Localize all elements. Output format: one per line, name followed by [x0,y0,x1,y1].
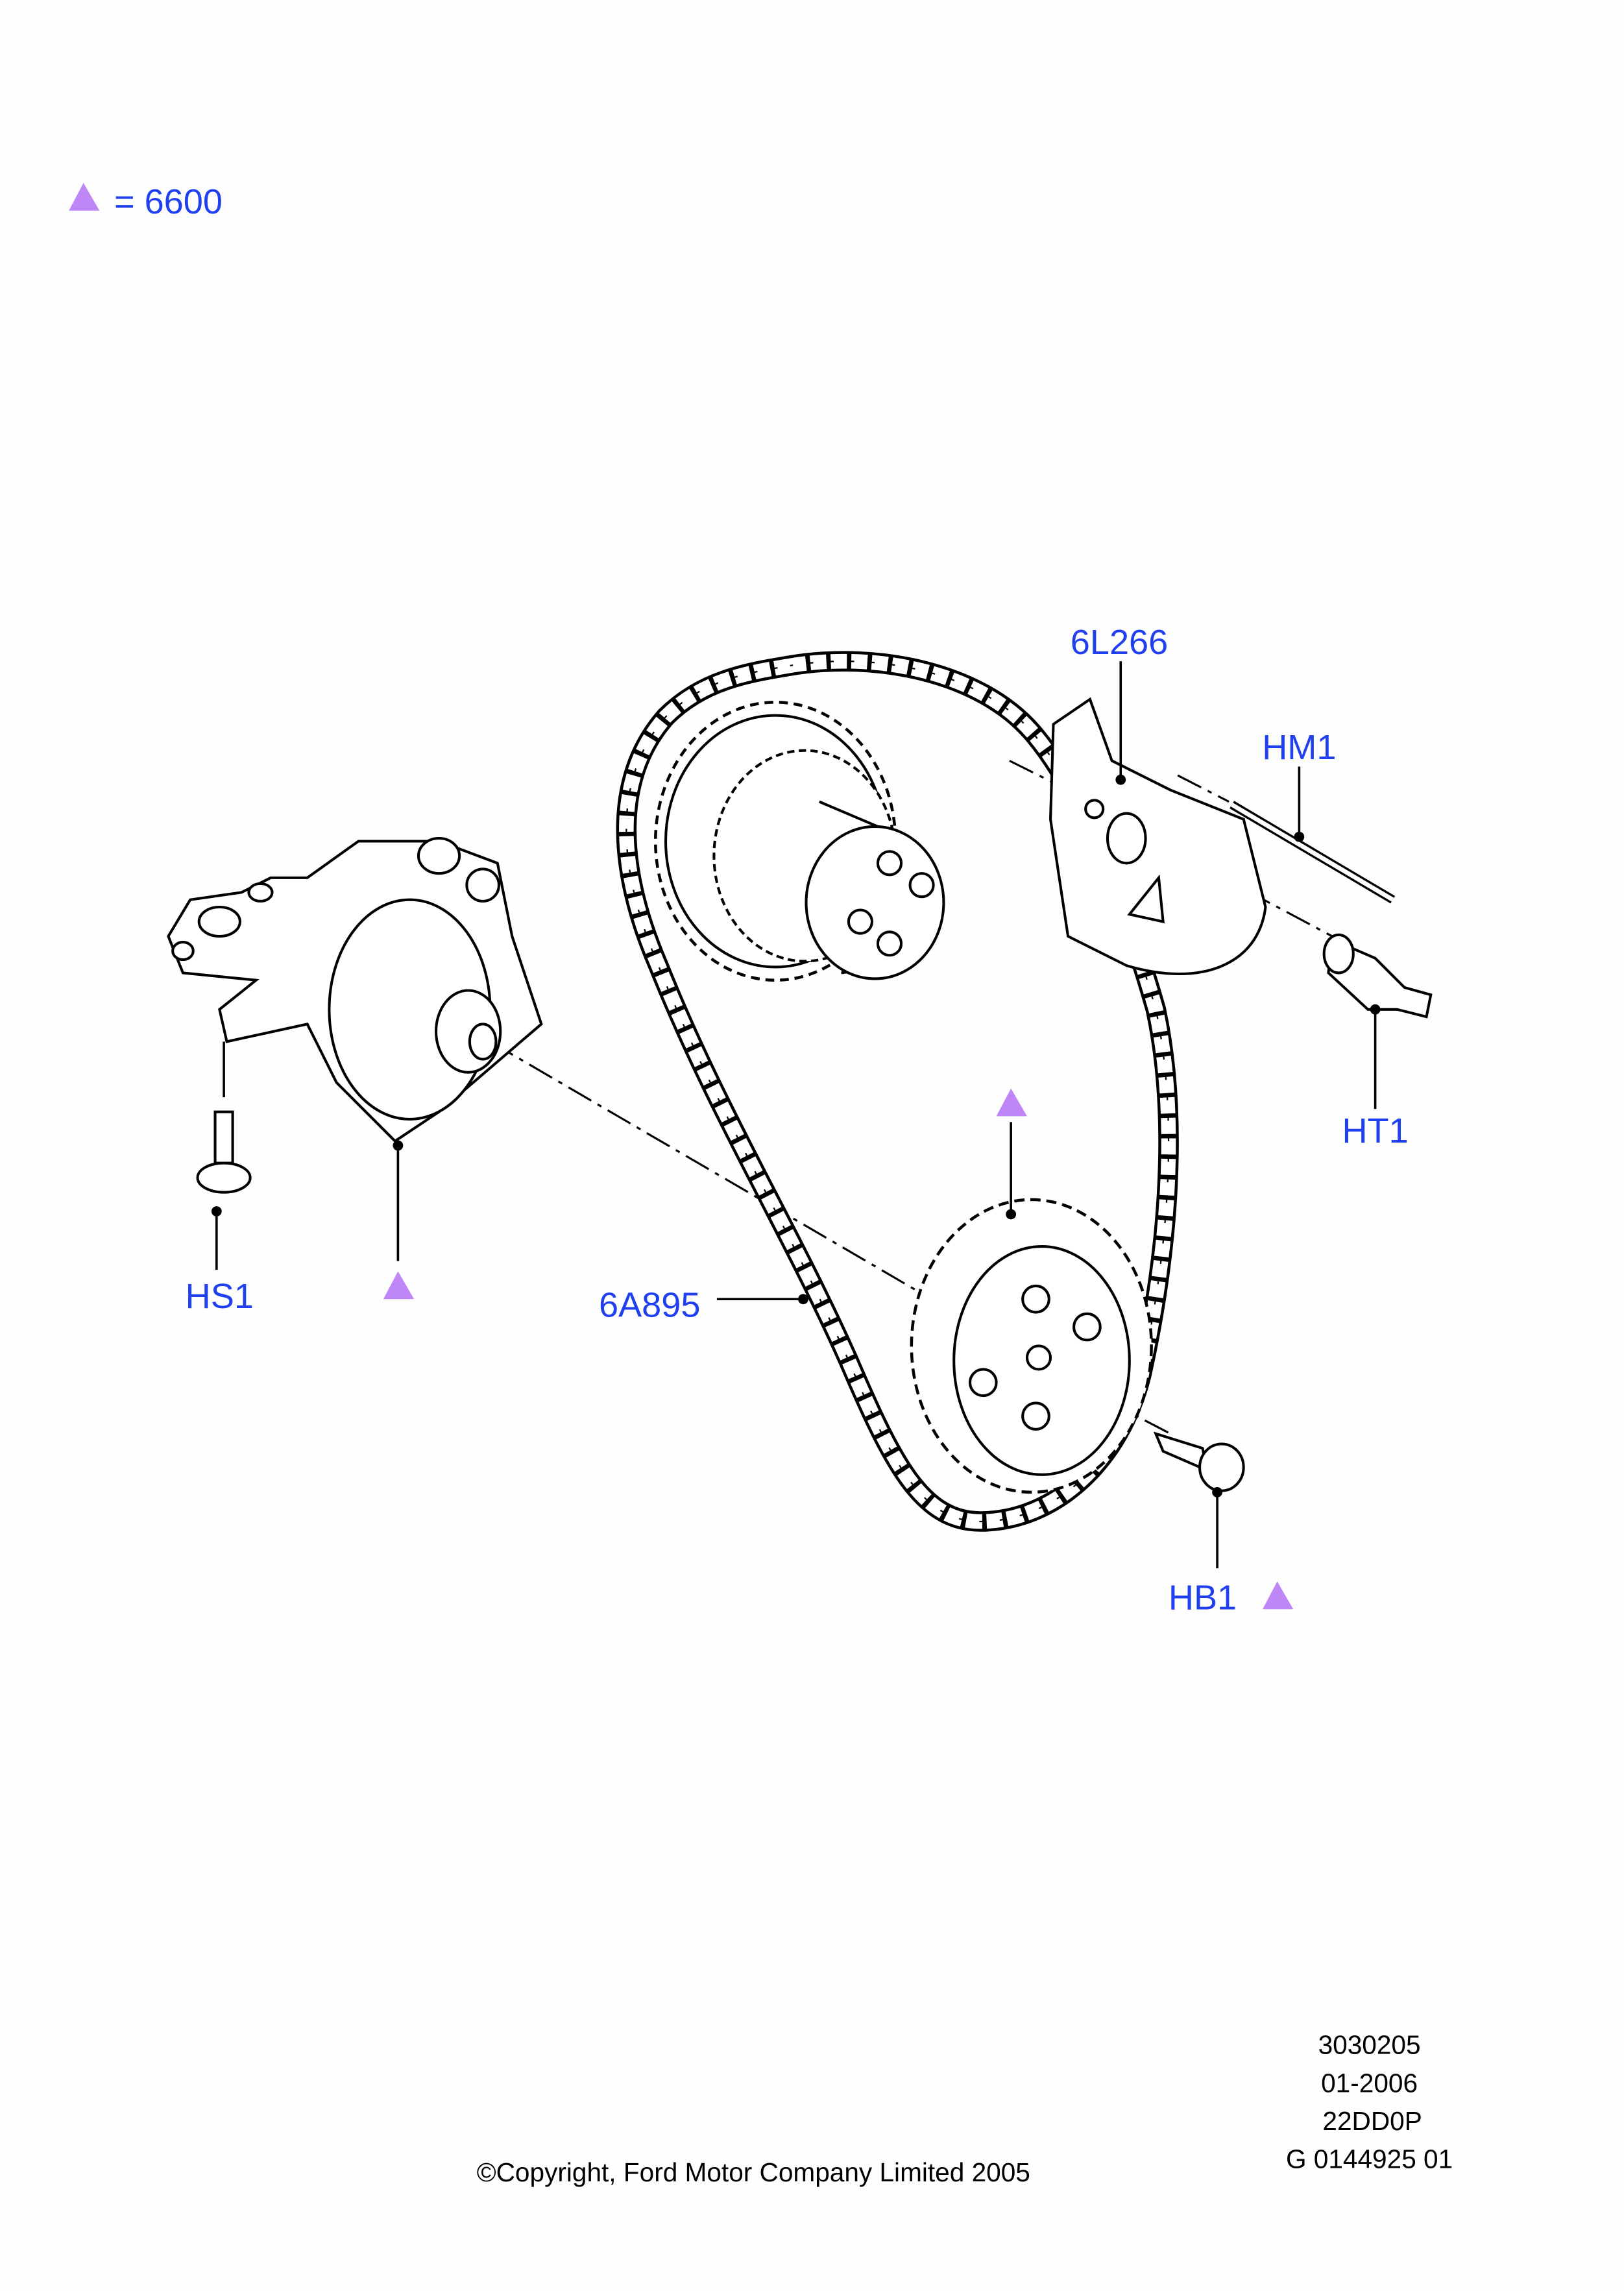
callout-HT1: HT1 [1342,1111,1408,1150]
tensioner-bolt [1322,933,1433,1019]
crankshaft-sprocket [910,1198,1153,1494]
callout-HM1: HM1 [1262,728,1336,767]
callout-6L266: 6L266 [1071,623,1168,662]
footer-code2: 22DD0P [1322,2106,1422,2136]
marker-6600-triangle-icon [996,1088,1027,1117]
camshaft-sprocket [653,701,945,982]
pump-screw [196,1110,252,1194]
footer-date: 01-2006 [1321,2068,1418,2098]
callout-6A895: 6A895 [599,1285,700,1324]
tensioner-guide [1048,697,1267,975]
pin [1230,801,1396,904]
copyright: ©Copyright, Ford Motor Company Limited 2… [477,2157,1030,2187]
legend-triangle-icon [69,182,100,211]
footer-figure-id: G 0144925 01 [1286,2144,1453,2174]
marker-6600-triangle-icon [383,1271,415,1300]
marker-6600-triangle-icon [1262,1581,1294,1610]
callout-HS1: HS1 [186,1277,254,1316]
sprocket-bolt [1153,1431,1245,1492]
leader-lines [211,661,1381,1569]
callout-HB1: HB1 [1169,1578,1237,1617]
footer-code1: 3030205 [1318,2030,1421,2060]
pump-assembly [167,836,543,1143]
legend-text: = 6600 [114,182,223,221]
